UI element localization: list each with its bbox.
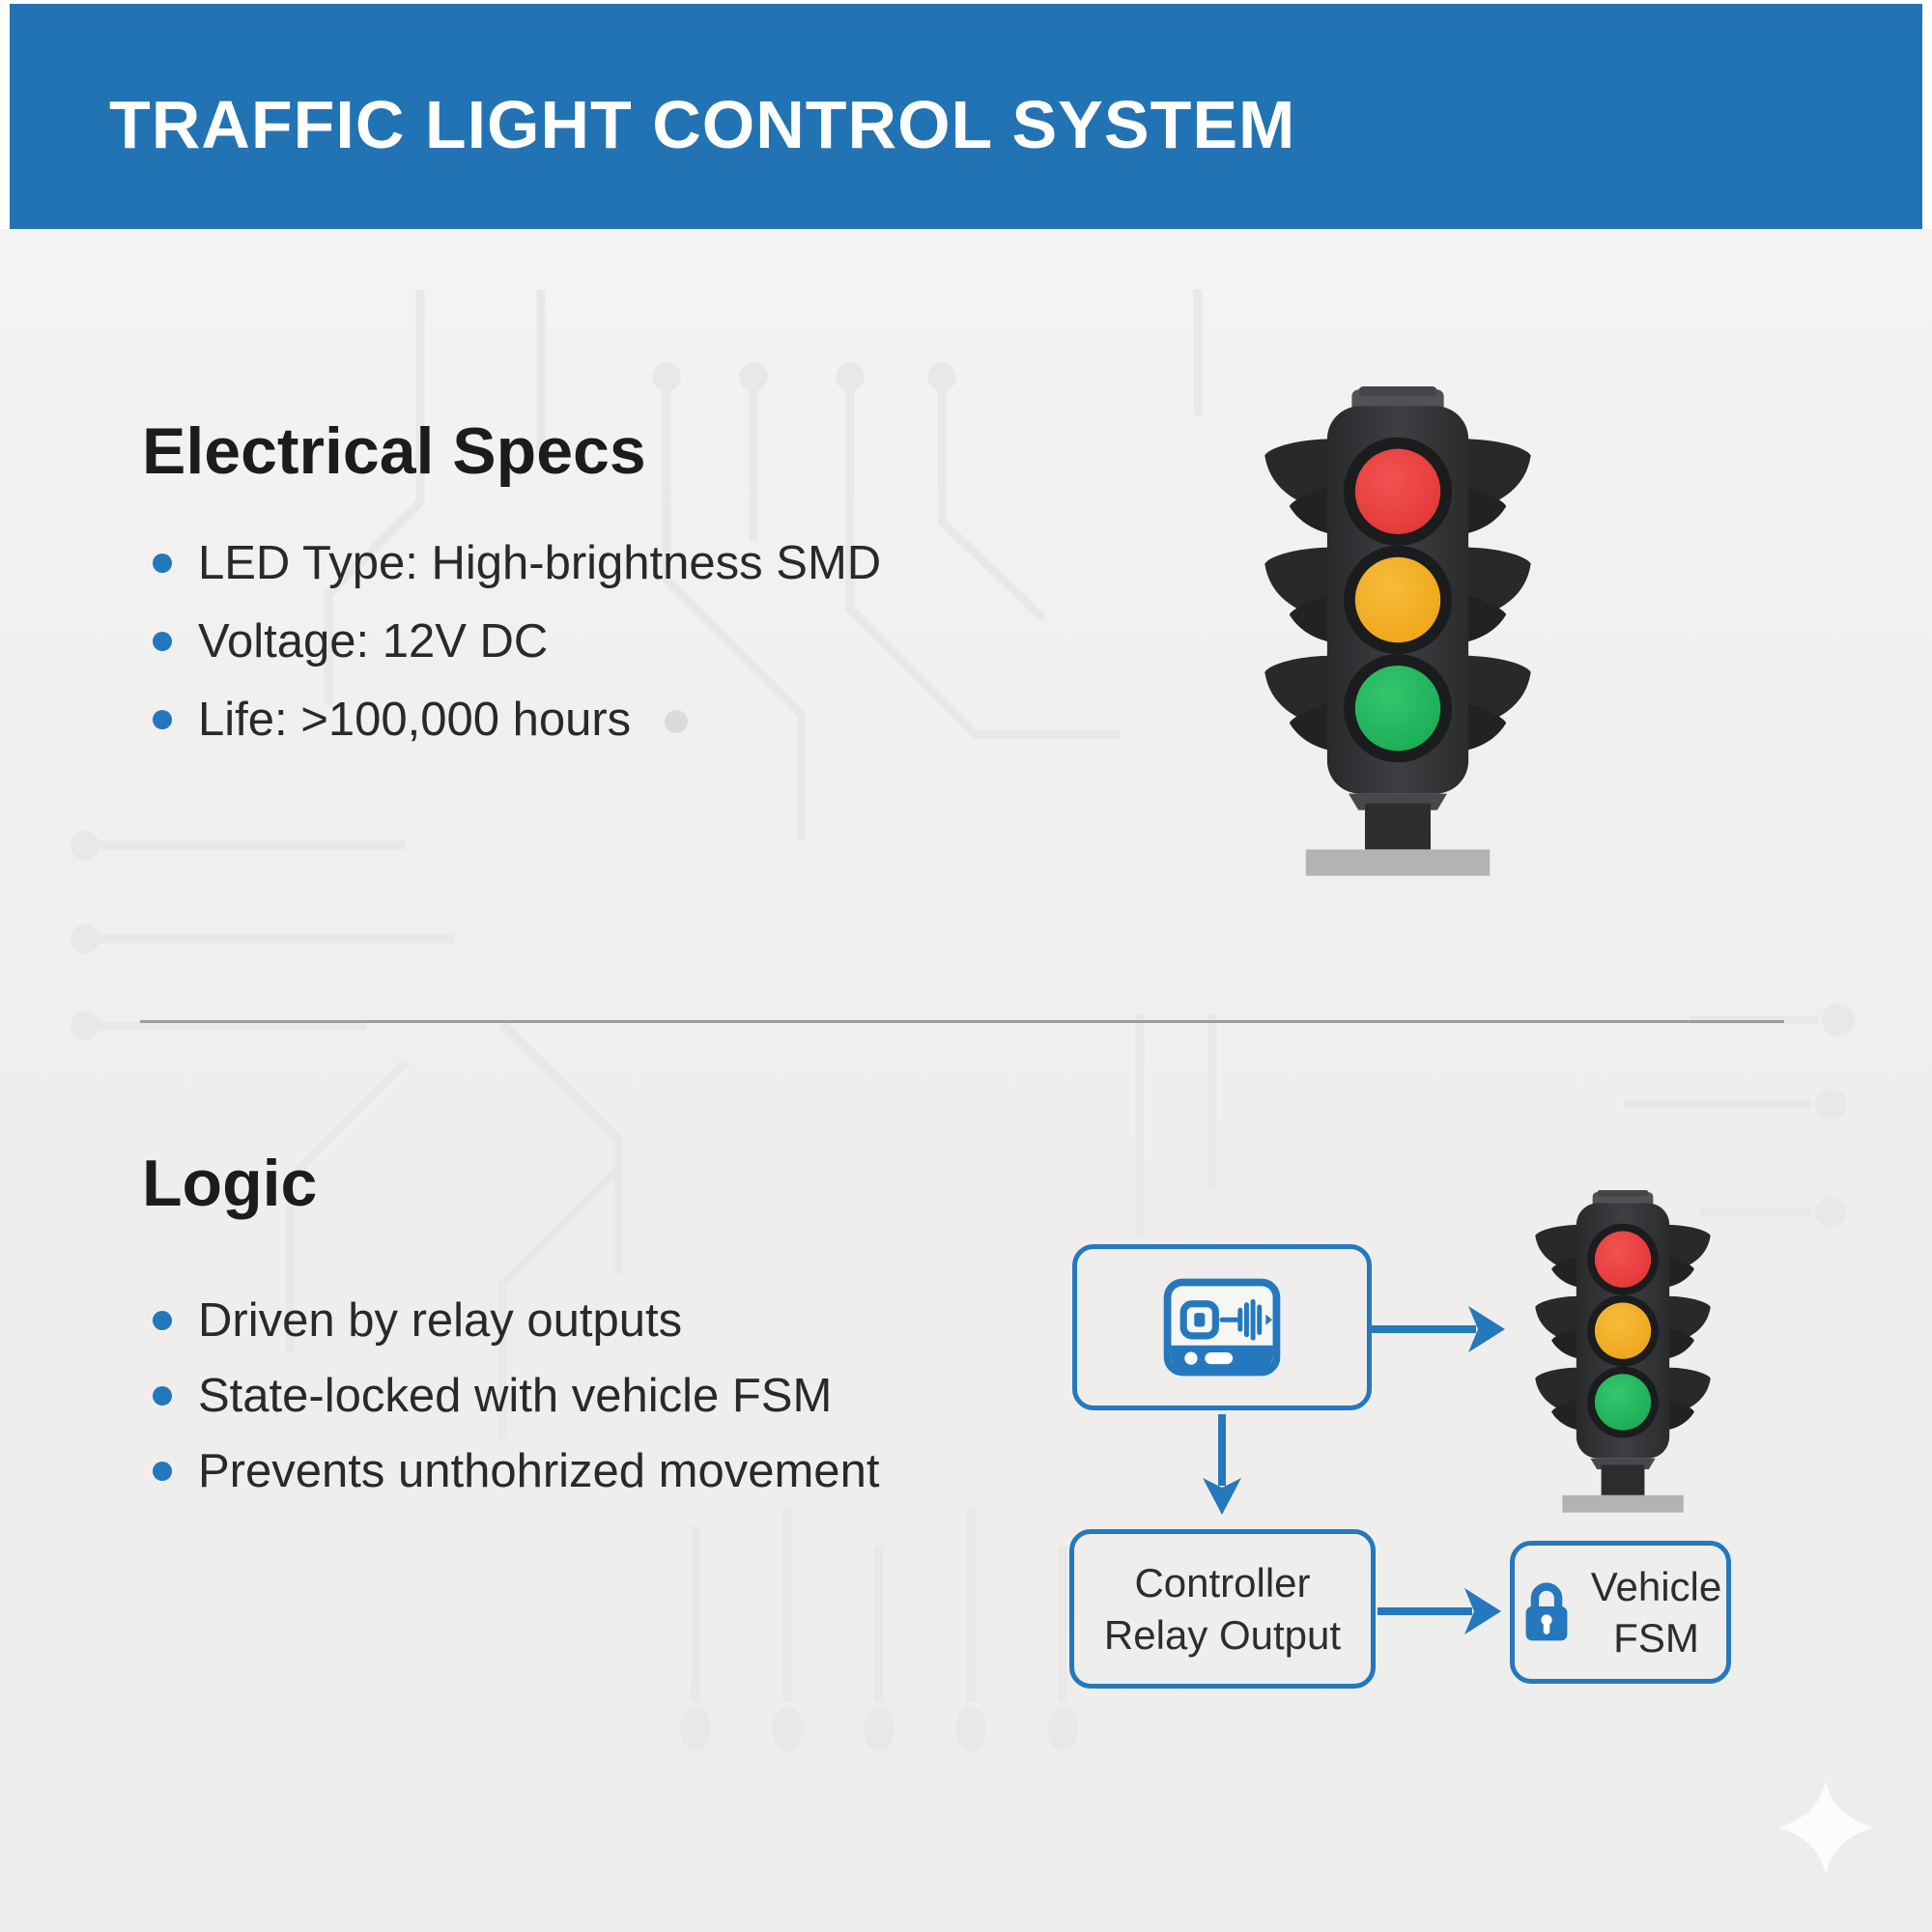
logic-list: Driven by relay outputs State-locked wit… xyxy=(153,1283,879,1509)
bullet-text: Voltage: 12V DC xyxy=(198,614,549,668)
fsm-box-label: Vehicle FSM xyxy=(1591,1561,1721,1664)
controller-device-icon xyxy=(1163,1278,1281,1377)
bullet-text: Driven by relay outputs xyxy=(198,1294,683,1347)
bullet-dot-icon xyxy=(153,1462,172,1481)
bullet-text: State-locked with vehicle FSM xyxy=(198,1370,833,1422)
bullet-text: LED Type: High-brightness SMD xyxy=(198,536,882,589)
section-divider xyxy=(140,1020,1784,1023)
content-background xyxy=(0,229,1932,1932)
list-item: Prevents unthohrized movement xyxy=(153,1434,879,1509)
list-item: LED Type: High-brightness SMD xyxy=(153,524,881,602)
traffic-light-small-illustration xyxy=(1525,1190,1720,1515)
controller-node-box xyxy=(1072,1244,1372,1410)
header-bar: TRAFFIC LIGHT CONTROL SYSTEM xyxy=(10,4,1922,229)
bullet-text: Prevents unthohrized movement xyxy=(198,1445,880,1497)
list-item: Voltage: 12V DC xyxy=(153,602,881,680)
lock-icon xyxy=(1525,1581,1568,1640)
electrical-specs-list: LED Type: High-brightness SMD Voltage: 1… xyxy=(153,524,881,758)
bullet-dot-icon xyxy=(153,631,172,651)
bullet-text: Life: >100,000 hours xyxy=(198,693,632,746)
electrical-specs-heading: Electrical Specs xyxy=(142,414,646,488)
relay-box-label: Relay Output xyxy=(1103,1611,1342,1658)
arrow-down-icon xyxy=(1203,1414,1241,1515)
page-title: TRAFFIC LIGHT CONTROL SYSTEM xyxy=(109,87,1296,162)
controller-relay-output-box: Controller Relay Output xyxy=(1069,1529,1376,1689)
logic-heading: Logic xyxy=(142,1147,318,1220)
relay-box-label: Controller xyxy=(1134,1560,1311,1606)
sparkle-icon xyxy=(1777,1779,1874,1876)
fsm-label-line: FSM xyxy=(1613,1615,1699,1661)
circuit-pattern xyxy=(71,290,1855,1751)
arrow-right-icon xyxy=(1372,1306,1505,1352)
bullet-dot-icon xyxy=(153,1386,172,1406)
list-item: Life: >100,000 hours xyxy=(153,680,881,758)
arrow-right-icon xyxy=(1378,1588,1501,1634)
vehicle-fsm-box: Vehicle FSM xyxy=(1510,1541,1731,1684)
bullet-dot-icon xyxy=(153,709,172,729)
traffic-light-illustration xyxy=(1250,386,1546,879)
fsm-label-line: Vehicle xyxy=(1590,1563,1722,1609)
list-item: Driven by relay outputs xyxy=(153,1283,879,1358)
list-item: State-locked with vehicle FSM xyxy=(153,1358,879,1434)
bullet-dot-icon xyxy=(153,553,172,573)
bullet-dot-icon xyxy=(153,1311,172,1330)
